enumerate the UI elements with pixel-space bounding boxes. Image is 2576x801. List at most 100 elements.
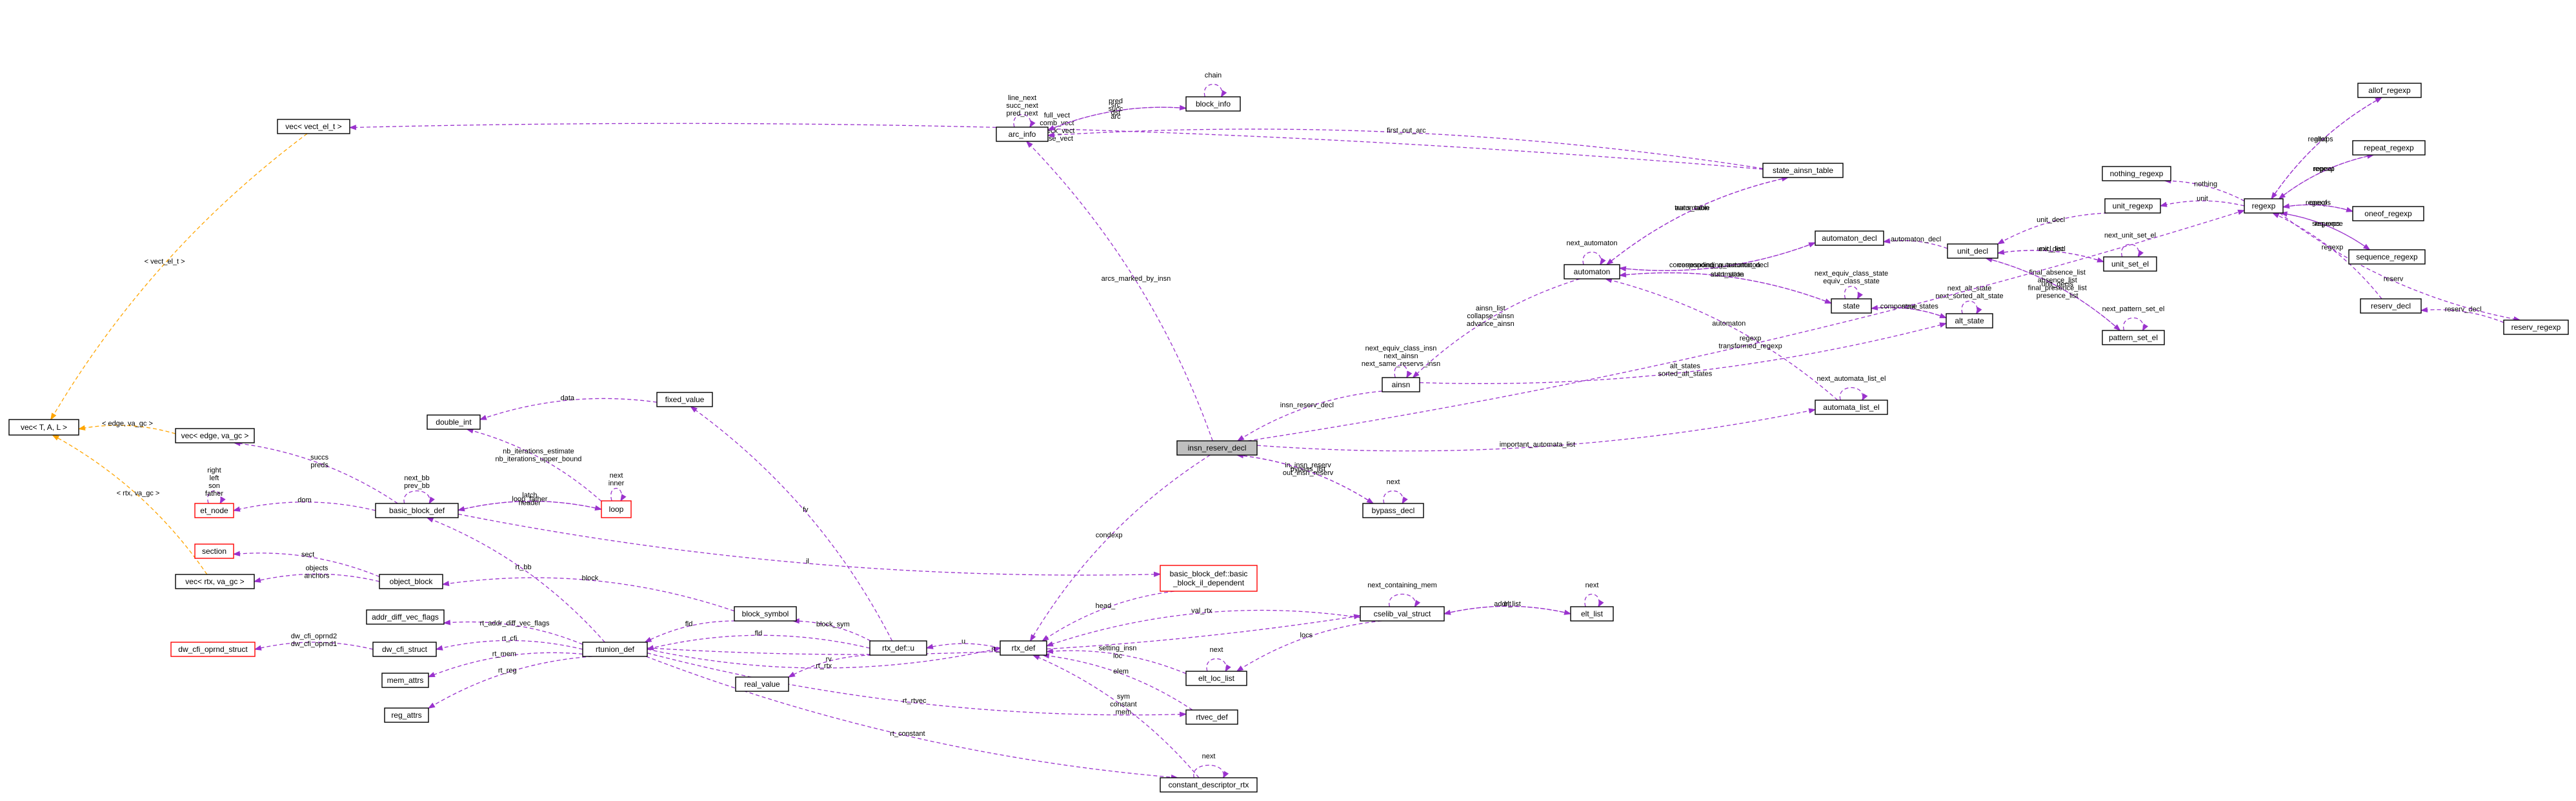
node-object-block[interactable]: object_block bbox=[379, 574, 443, 589]
node-vec-rtx[interactable]: vec< rtx, va_gc > bbox=[175, 574, 255, 589]
node-box[interactable] bbox=[427, 414, 481, 430]
node-box[interactable] bbox=[379, 574, 443, 589]
node-unit-set-el[interactable]: unit_set_el bbox=[2103, 256, 2157, 272]
node-box[interactable] bbox=[194, 503, 234, 518]
node-box[interactable] bbox=[656, 392, 713, 407]
node-allof-regexp[interactable]: allof_regexp bbox=[2357, 83, 2422, 98]
node-rtx-def[interactable]: rtx_def bbox=[1000, 640, 1047, 656]
node-loop[interactable]: loop bbox=[601, 500, 632, 518]
node-box[interactable] bbox=[2360, 298, 2422, 314]
node-reserv-decl[interactable]: reserv_decl bbox=[2360, 298, 2422, 314]
node-box[interactable] bbox=[1762, 163, 1844, 178]
node-box[interactable] bbox=[384, 707, 429, 723]
node-elt-list[interactable]: elt_list bbox=[1570, 606, 1614, 622]
node-reg-attrs[interactable]: reg_attrs bbox=[384, 707, 429, 723]
node-arc-info[interactable]: arc_info bbox=[996, 127, 1049, 142]
node-reserv-regexp[interactable]: reserv_regexp bbox=[2503, 319, 2569, 335]
node-box[interactable] bbox=[375, 503, 459, 518]
node-box[interactable] bbox=[734, 606, 797, 622]
node-dw-cfi-struct[interactable]: dw_cfi_struct bbox=[372, 642, 437, 657]
node-box[interactable] bbox=[277, 119, 350, 134]
node-box[interactable] bbox=[2348, 249, 2426, 265]
node-box[interactable] bbox=[1160, 565, 1258, 592]
node-box[interactable] bbox=[1185, 96, 1241, 112]
node-vec-vect-el[interactable]: vec< vect_el_t > bbox=[277, 119, 350, 134]
node-basic-block-def[interactable]: basic_block_def bbox=[375, 503, 459, 518]
node-box[interactable] bbox=[1815, 230, 1884, 246]
node-box[interactable] bbox=[869, 640, 927, 656]
node-box[interactable] bbox=[2357, 83, 2422, 98]
node-box[interactable] bbox=[2104, 198, 2161, 214]
node-rtvec-def[interactable]: rtvec_def bbox=[1185, 709, 1238, 725]
node-ainsn[interactable]: ainsn bbox=[1382, 377, 1420, 392]
node-cselib-val[interactable]: cselib_val_struct bbox=[1360, 606, 1445, 622]
node-automata-list-el[interactable]: automata_list_el bbox=[1815, 400, 1888, 415]
node-block-info[interactable]: block_info bbox=[1185, 96, 1241, 112]
node-box[interactable] bbox=[1000, 640, 1047, 656]
node-box[interactable] bbox=[175, 428, 255, 443]
node-box[interactable] bbox=[582, 642, 648, 657]
node-unit-regexp[interactable]: unit_regexp bbox=[2104, 198, 2161, 214]
node-box[interactable] bbox=[2503, 319, 2569, 335]
node-nothing-regexp[interactable]: nothing_regexp bbox=[2102, 166, 2171, 181]
node-box[interactable] bbox=[8, 419, 79, 436]
node-elt-loc-list[interactable]: elt_loc_list bbox=[1185, 671, 1247, 686]
node-box[interactable] bbox=[1947, 243, 1998, 259]
node-box[interactable] bbox=[996, 127, 1049, 142]
node-box[interactable] bbox=[1815, 400, 1888, 415]
node-box[interactable] bbox=[1176, 440, 1258, 456]
node-box[interactable] bbox=[175, 574, 255, 589]
node-box[interactable] bbox=[1360, 606, 1445, 622]
node-box[interactable] bbox=[1831, 298, 1872, 314]
node-box[interactable] bbox=[2102, 330, 2165, 345]
node-box[interactable] bbox=[1564, 264, 1620, 279]
node-repeat-regexp[interactable]: repeat_regexp bbox=[2352, 140, 2426, 156]
node-box[interactable] bbox=[1362, 503, 1424, 518]
node-dw-cfi-oprnd-struct[interactable]: dw_cfi_oprnd_struct bbox=[170, 642, 256, 657]
node-double-int[interactable]: double_int bbox=[427, 414, 481, 430]
node-box[interactable] bbox=[381, 673, 429, 688]
node-oneof-regexp[interactable]: oneof_regexp bbox=[2352, 206, 2424, 221]
node-box[interactable] bbox=[1185, 709, 1238, 725]
node-box[interactable] bbox=[366, 609, 445, 625]
node-automaton[interactable]: automaton bbox=[1564, 264, 1620, 279]
node-sequence-regexp[interactable]: sequence_regexp bbox=[2348, 249, 2426, 265]
node-rtx-def-u[interactable]: rtx_def::u bbox=[869, 640, 927, 656]
node-box[interactable] bbox=[2352, 140, 2426, 156]
node-box[interactable] bbox=[735, 676, 789, 692]
node-bb-dep[interactable]: basic_block_def::basic_block_il_dependen… bbox=[1160, 565, 1258, 592]
node-real-value[interactable]: real_value bbox=[735, 676, 789, 692]
node-box[interactable] bbox=[2102, 166, 2171, 181]
node-box[interactable] bbox=[2103, 256, 2157, 272]
node-box[interactable] bbox=[1382, 377, 1420, 392]
node-box[interactable] bbox=[1160, 777, 1258, 793]
node-vec-edge[interactable]: vec< edge, va_gc > bbox=[175, 428, 255, 443]
node-box[interactable] bbox=[170, 642, 256, 657]
node-box[interactable] bbox=[2244, 198, 2284, 214]
node-pattern-set-el[interactable]: pattern_set_el bbox=[2102, 330, 2165, 345]
node-insn-reserv-decl[interactable]: insn_reserv_decl bbox=[1176, 440, 1258, 456]
node-state[interactable]: state bbox=[1831, 298, 1872, 314]
node-box[interactable] bbox=[194, 543, 234, 559]
node-vec-tmpl[interactable]: vec< T, A, L > bbox=[8, 419, 79, 436]
node-bypass-decl[interactable]: bypass_decl bbox=[1362, 503, 1424, 518]
node-unit-decl[interactable]: unit_decl bbox=[1947, 243, 1998, 259]
node-rtunion-def[interactable]: rtunion_def bbox=[582, 642, 648, 657]
node-state-ainsn-table[interactable]: state_ainsn_table bbox=[1762, 163, 1844, 178]
node-alt-state[interactable]: alt_state bbox=[1946, 313, 1993, 329]
node-block-symbol[interactable]: block_symbol bbox=[734, 606, 797, 622]
node-const-desc[interactable]: constant_descriptor_rtx bbox=[1160, 777, 1258, 793]
node-automaton-decl[interactable]: automaton_decl bbox=[1815, 230, 1884, 246]
node-box[interactable] bbox=[601, 500, 632, 518]
node-addr-diff-vec-flags[interactable]: addr_diff_vec_flags bbox=[366, 609, 445, 625]
node-box[interactable] bbox=[1185, 671, 1247, 686]
node-et-node[interactable]: et_node bbox=[194, 503, 234, 518]
node-box[interactable] bbox=[2352, 206, 2424, 221]
node-box[interactable] bbox=[1946, 313, 1993, 329]
node-fixed-value[interactable]: fixed_value bbox=[656, 392, 713, 407]
node-regexp[interactable]: regexp bbox=[2244, 198, 2284, 214]
node-box[interactable] bbox=[1570, 606, 1614, 622]
node-mem-attrs[interactable]: mem_attrs bbox=[381, 673, 429, 688]
node-box[interactable] bbox=[372, 642, 437, 657]
node-section[interactable]: section bbox=[194, 543, 234, 559]
